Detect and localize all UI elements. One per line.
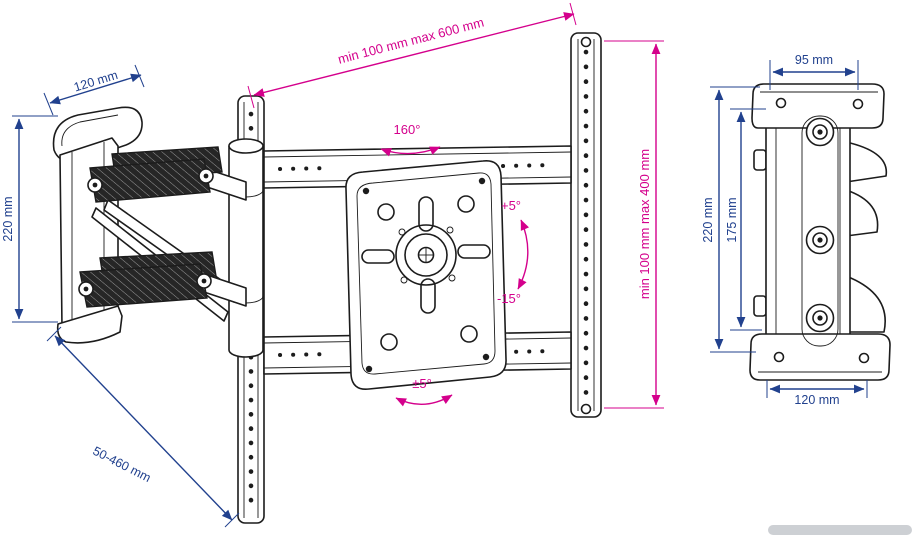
side-knob xyxy=(805,117,835,147)
vesa-hole xyxy=(380,333,398,351)
arm-pad xyxy=(79,263,208,308)
dim-side-bottom-width: 120 mm xyxy=(766,380,868,407)
dim-side-bottom-width-label: 120 mm xyxy=(794,393,839,407)
side-bottom-flange xyxy=(749,333,891,381)
dim-extension-label: 50-460 mm xyxy=(90,444,153,485)
vesa-hole xyxy=(377,203,395,221)
dim-side-inner-height: 175 mm xyxy=(725,108,766,331)
screw-hole xyxy=(858,352,870,364)
side-knob xyxy=(805,303,835,333)
dim-height-range-label: min 100 mm max 400 mm xyxy=(637,149,652,299)
angle-swivel: 160° xyxy=(380,122,441,157)
vesa-hole xyxy=(457,195,475,213)
side-top-flange xyxy=(751,83,885,129)
front-view xyxy=(52,32,602,524)
dim-height-range: min 100 mm max 400 mm xyxy=(604,40,664,409)
angle-tilt-down-label: -15° xyxy=(497,291,521,306)
angle-rotate: ±5° xyxy=(395,376,453,407)
pivot-tube xyxy=(228,138,264,358)
side-knob xyxy=(805,225,835,255)
dim-side-inner-height-label: 175 mm xyxy=(725,197,739,242)
vesa-slot-bottom xyxy=(420,278,436,314)
angle-swivel-label: 160° xyxy=(394,122,421,137)
angle-tilt: +5° -15° xyxy=(497,198,529,306)
vesa-slot-right xyxy=(457,244,491,259)
dim-arm-width-label: 120 mm xyxy=(72,68,119,95)
screw-hole xyxy=(852,98,864,110)
side-tab xyxy=(753,149,767,171)
wall-rail-right xyxy=(570,32,602,418)
vesa-plate xyxy=(345,159,507,391)
angle-rotate-label: ±5° xyxy=(412,376,432,391)
vesa-slot-top xyxy=(418,196,434,232)
dim-wall-plate-height: 220 mm xyxy=(1,115,58,323)
dim-extension: 50-460 mm xyxy=(46,326,240,528)
vesa-slot-left xyxy=(361,249,395,264)
dim-width-range-label: min 100 mm max 600 mm xyxy=(336,15,485,67)
vesa-hub-outer xyxy=(395,224,457,286)
side-arm-plate xyxy=(845,189,879,237)
side-arm-plate xyxy=(845,275,886,333)
dim-side-top-width: 95 mm xyxy=(769,53,859,90)
dim-wall-plate-height-label: 220 mm xyxy=(1,196,15,241)
vesa-hole xyxy=(460,325,478,343)
dim-width-range: min 100 mm max 600 mm xyxy=(247,2,577,109)
dim-side-top-width-label: 95 mm xyxy=(795,53,833,67)
side-arm-plate xyxy=(845,141,888,183)
side-tab xyxy=(753,295,767,317)
screw-hole xyxy=(775,97,787,109)
angle-tilt-up-label: +5° xyxy=(501,198,521,213)
articulating-arm xyxy=(78,146,247,322)
dim-side-outer-height-label: 220 mm xyxy=(701,197,715,242)
side-view xyxy=(749,83,891,381)
side-channel xyxy=(801,115,839,347)
dim-side-outer-height: 220 mm xyxy=(701,86,760,353)
horizontal-scrollbar-thumb[interactable] xyxy=(768,525,912,535)
screw-hole xyxy=(773,351,785,363)
